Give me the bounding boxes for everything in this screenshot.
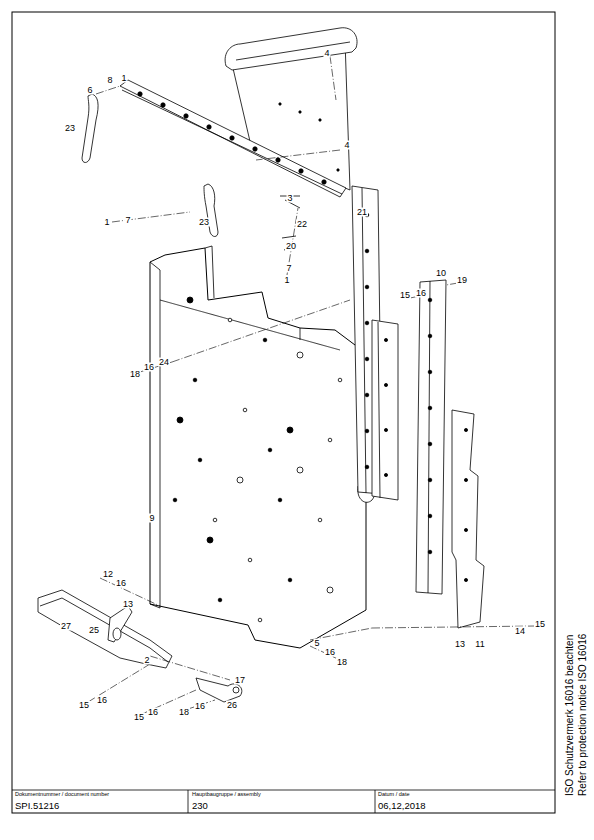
callout-number: 2 bbox=[143, 656, 150, 665]
callout-number: 16 bbox=[194, 702, 206, 711]
callout-number: 10 bbox=[435, 269, 447, 278]
callout-number: 26 bbox=[226, 701, 238, 710]
callout-number: 18 bbox=[178, 708, 190, 717]
callout-number: 16 bbox=[415, 289, 427, 298]
title-block-cell: 06,12,2018 bbox=[378, 801, 426, 811]
callout-number: 23 bbox=[64, 124, 76, 133]
callout-number: 24 bbox=[158, 358, 170, 367]
callout-number: 15 bbox=[78, 701, 90, 710]
callout-number: 8 bbox=[106, 76, 113, 85]
callout-number: 1 bbox=[120, 74, 127, 83]
callout-number: 16 bbox=[96, 696, 108, 705]
callout-number: 19 bbox=[456, 276, 468, 285]
callout-number: 21 bbox=[356, 208, 368, 217]
callout-number: 18 bbox=[336, 658, 348, 667]
title-block-cell: Dokumentnummer / document number bbox=[15, 792, 109, 798]
protection-notice: Refer to protection notice ISO 16016 bbox=[578, 634, 588, 796]
callout-number: 5 bbox=[313, 639, 320, 648]
callout-number: 22 bbox=[296, 220, 308, 229]
callout-number: 11 bbox=[474, 640, 485, 649]
callout-number: 4 bbox=[343, 141, 350, 150]
callout-number: 17 bbox=[234, 676, 246, 685]
callout-number: 9 bbox=[148, 514, 155, 523]
callout-number: 15 bbox=[399, 291, 411, 300]
callout-number: 13 bbox=[454, 640, 466, 649]
callout-number: 16 bbox=[147, 708, 159, 717]
callout-number: 13 bbox=[122, 600, 134, 609]
callout-number: 6 bbox=[86, 86, 93, 95]
callout-number: 16 bbox=[324, 648, 336, 657]
callout-number: 16 bbox=[115, 579, 127, 588]
callout-number: 27 bbox=[60, 622, 72, 631]
title-block-cell: 230 bbox=[192, 801, 208, 811]
title-block-cell: SPI.51216 bbox=[15, 801, 59, 811]
callout-number: 16 bbox=[143, 363, 155, 372]
callout-number: 20 bbox=[285, 242, 297, 251]
callout-number: 7 bbox=[124, 216, 131, 225]
callout-number: 15 bbox=[534, 620, 546, 629]
callout-number: 3 bbox=[286, 194, 293, 203]
callout-number: 23 bbox=[198, 218, 210, 227]
callout-number: 18 bbox=[129, 370, 141, 379]
callout-number: 1 bbox=[283, 276, 290, 285]
callout-number: 7 bbox=[285, 264, 292, 273]
callout-number: 14 bbox=[514, 627, 526, 636]
callout-number: 15 bbox=[133, 713, 145, 722]
title-block-cell: Hauptbaugruppe / assembly bbox=[192, 792, 261, 798]
callout-number: 25 bbox=[88, 626, 100, 635]
callout-number: 4 bbox=[323, 49, 330, 58]
title-block-cell: Datum / date bbox=[378, 792, 410, 798]
callout-number: 1 bbox=[103, 218, 110, 227]
protection-notice: ISO Schutzvermerk 16016 beachten bbox=[565, 635, 575, 796]
callout-number: 12 bbox=[102, 570, 114, 579]
